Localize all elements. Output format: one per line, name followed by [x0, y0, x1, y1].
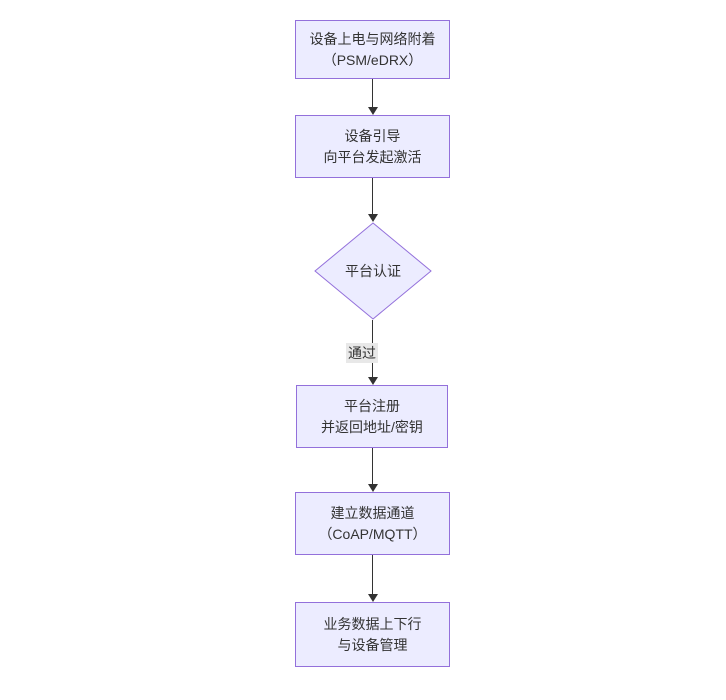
- node-label-line: 建立数据通道: [330, 504, 415, 521]
- edge-a-b-line: [372, 79, 373, 108]
- node-label-line: （CoAP/MQTT）: [318, 525, 427, 542]
- node-label-line: 业务数据上下行: [323, 615, 422, 632]
- node-label-line: 设备上电与网络附着: [309, 30, 436, 47]
- node-label-line: 并返回地址/密钥: [321, 418, 423, 435]
- node-label-line: （PSM/eDRX）: [322, 51, 423, 68]
- arrowhead-icon: [368, 484, 378, 492]
- node-label-line: 与设备管理: [337, 636, 408, 653]
- arrowhead-icon: [368, 214, 378, 222]
- arrowhead-icon: [368, 107, 378, 115]
- node-business-data-device-mgmt: 业务数据上下行 与设备管理: [295, 602, 450, 667]
- node-platform-register: 平台注册 并返回地址/密钥: [296, 385, 448, 448]
- node-data-channel: 建立数据通道 （CoAP/MQTT）: [295, 492, 450, 555]
- arrowhead-icon: [368, 594, 378, 602]
- node-label-line: 向平台发起激活: [323, 148, 422, 165]
- edge-d-e-line: [372, 448, 373, 484]
- node-label-line: 平台认证: [345, 262, 401, 279]
- node-power-on-network-attach: 设备上电与网络附着 （PSM/eDRX）: [295, 20, 450, 79]
- edge-b-c-line: [372, 178, 373, 215]
- diamond-shape: [314, 222, 432, 320]
- node-device-bootstrap: 设备引导 向平台发起激活: [295, 115, 450, 178]
- node-label-line: 设备引导: [344, 127, 401, 144]
- node-platform-auth-decision: 平台认证: [314, 222, 432, 320]
- edge-e-f-line: [372, 555, 373, 594]
- node-label-line: 平台注册: [344, 397, 400, 414]
- arrowhead-icon: [368, 377, 378, 385]
- edge-label-pass: 通过: [346, 343, 378, 363]
